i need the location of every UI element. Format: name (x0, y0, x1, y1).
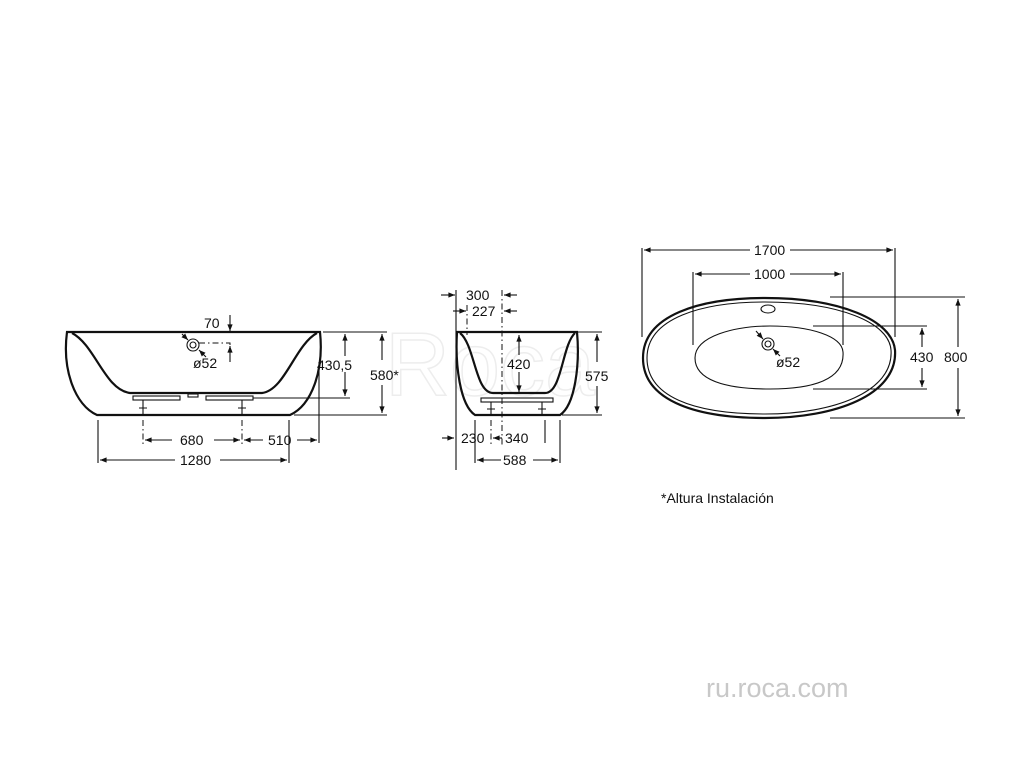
dim-588: 588 (503, 452, 527, 468)
extension-lines (455, 290, 602, 470)
bathtub-inner-top (694, 325, 844, 390)
dim-227: 227 (472, 303, 496, 319)
dim-inner-width: 430 (910, 349, 934, 365)
overflow-icon (186, 338, 200, 352)
side-view: 300 227 420 575 230 340 588 (441, 287, 609, 470)
bathtub-outer-side (455, 330, 579, 417)
front-view: 70 ø52 430,5 580* 680 510 1280 (64, 315, 399, 468)
dim-overflow-diameter: ø52 (193, 355, 217, 371)
dim-drain-diameter: ø52 (776, 354, 800, 370)
support-plate (205, 395, 254, 401)
extension-lines (641, 248, 965, 419)
leg-centerlines (142, 420, 243, 445)
legs (139, 400, 246, 415)
footnote: *Altura Instalación (661, 490, 774, 506)
watermark: ru.roca.com (706, 673, 849, 703)
drain (187, 393, 199, 398)
dim-inner-length: 1000 (754, 266, 785, 282)
dim-leg-to-edge: 510 (268, 432, 292, 448)
dim-230: 230 (461, 430, 485, 446)
legs (487, 402, 546, 415)
dim-inner-depth: 430,5 (317, 357, 352, 373)
logo-watermark: Roca (385, 315, 596, 415)
dim-overall-length: 1700 (754, 242, 785, 258)
top-view: ø52 1700 1000 430 800 (641, 242, 968, 420)
overflow-icon (760, 304, 776, 314)
bathtub-inner-side (459, 332, 576, 395)
support-plate (132, 395, 181, 401)
rim-line (646, 301, 892, 415)
extension-lines (97, 331, 387, 463)
dim-install-height: 580* (370, 367, 399, 383)
centerline (199, 342, 231, 352)
bathtub-outer-top (641, 296, 897, 420)
dim-arrow (198, 349, 207, 358)
centerlines (466, 290, 503, 445)
bathtub-inner-profile (71, 332, 318, 395)
dim-base-length: 1280 (180, 452, 211, 468)
dim-340: 340 (505, 430, 529, 446)
drain-inner-icon (764, 340, 772, 348)
bathtub-outer-profile (64, 330, 322, 417)
dim-overall-width: 800 (944, 349, 968, 365)
drain-icon (761, 337, 775, 351)
dim-arrow (755, 330, 764, 340)
dim-300: 300 (466, 287, 490, 303)
support-plate (480, 397, 554, 403)
dim-arrow (772, 348, 781, 357)
dim-arrow (181, 333, 189, 341)
dim-inner-depth-side: 420 (507, 356, 531, 372)
dim-leg-spacing: 680 (180, 432, 204, 448)
dim-overflow-offset: 70 (204, 315, 220, 331)
overflow-inner-icon (189, 341, 197, 349)
dim-height: 575 (585, 368, 609, 384)
